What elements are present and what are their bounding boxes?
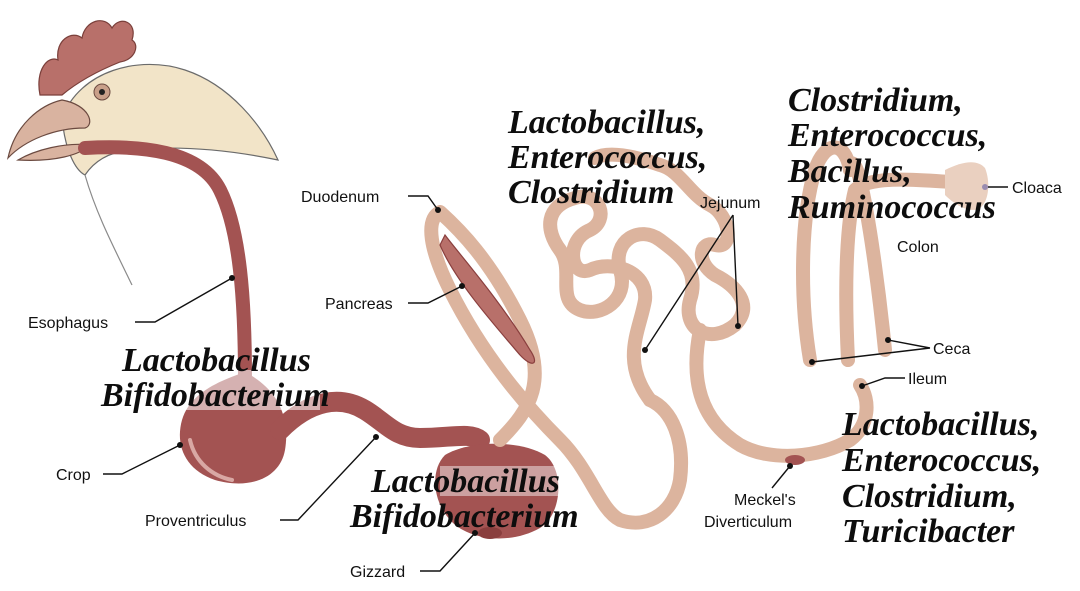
label-ceca: Ceca <box>933 341 970 358</box>
lower-tract <box>424 140 989 530</box>
label-gizzard: Gizzard <box>350 564 405 581</box>
crop-leader-dot <box>177 442 183 448</box>
duodenum-tube <box>424 205 688 530</box>
ceca-leader <box>811 339 931 363</box>
ileum-tube <box>689 323 874 463</box>
bacteria-gizzard-backdrop <box>440 466 570 496</box>
proventriculus-leader <box>280 436 377 521</box>
bacteria-crop-line-2: Bifidobacterium <box>100 377 330 414</box>
crop-leader <box>103 444 181 475</box>
bacteria-ileum-line-4: Turicibacter <box>842 513 1015 550</box>
label-pancreas: Pancreas <box>325 296 393 313</box>
colon-tube <box>839 172 957 367</box>
jejunum-leader <box>644 214 739 351</box>
bacteria-crop: Lactobacillus Bifidobacterium <box>100 342 330 414</box>
meckels-diverticulum <box>785 455 805 465</box>
bacteria-ceca-line-1: Clostridium, <box>788 82 963 119</box>
bacteria-ceca-line-2: Enterococcus, <box>787 117 987 154</box>
meckels-leader-dot <box>787 463 793 469</box>
bacteria-small-intestine: Lactobacillus, Enterococcus, Clostridium <box>507 104 707 211</box>
pupil-icon <box>99 89 105 95</box>
gizzard-leader-dot <box>472 530 478 536</box>
gizzard-organ <box>435 443 559 539</box>
gizzard-bottom <box>478 527 502 539</box>
bacteria-ileum: Lactobacillus, Enterococcus, Clostridium… <box>841 406 1041 550</box>
bacteria-gizzard: Lactobacillus Bifidobacterium <box>349 463 579 535</box>
esophagus-leader <box>135 277 233 323</box>
meckels-leader <box>771 465 791 489</box>
upper-beak-icon <box>6 99 91 160</box>
bacteria-labels: Lactobacillus Bifidobacterium Lactobacil… <box>100 82 1041 550</box>
bacteria-ileum-line-3: Clostridium, <box>842 478 1017 515</box>
jejunum-leader-dot-1 <box>642 347 648 353</box>
jejunum-tube <box>543 147 751 407</box>
ileum-leader-dot <box>859 383 865 389</box>
esophagus-tube <box>78 140 252 387</box>
pancreas-leader-dot <box>459 283 465 289</box>
label-cloaca: Cloaca <box>1012 180 1062 197</box>
duodenum-leader-dot <box>435 207 441 213</box>
bacteria-ileum-line-2: Enterococcus, <box>841 442 1041 479</box>
bacteria-ileum-line-1: Lactobacillus, <box>841 406 1039 443</box>
bacteria-small-intestine-line-2: Enterococcus, <box>507 139 707 176</box>
cloaca-opening <box>982 184 988 190</box>
label-proventriculus: Proventriculus <box>145 513 246 530</box>
label-crop: Crop <box>56 467 91 484</box>
esophagus-leader-dot <box>229 275 235 281</box>
jejunum-leader-dot-2 <box>735 323 741 329</box>
label-duodenum: Duodenum <box>301 189 379 206</box>
bacteria-ceca: Clostridium, Enterococcus, Bacillus, Rum… <box>787 82 996 226</box>
ceca-leader-dot-2 <box>809 359 815 365</box>
gizzard-leader <box>420 532 476 572</box>
ceca-right <box>843 156 892 357</box>
label-colon: Colon <box>897 239 939 256</box>
label-jejunum: Jejunum <box>700 195 760 212</box>
crop-highlight <box>188 438 234 482</box>
duodenum-leader <box>408 195 439 211</box>
bacteria-gizzard-line-2: Bifidobacterium <box>349 498 579 535</box>
neck-outline <box>84 174 133 286</box>
ceca-leader-dot-1 <box>885 337 891 343</box>
proventriculus-leader-dot <box>373 434 379 440</box>
comb-icon <box>38 20 137 96</box>
bacteria-ceca-line-4: Ruminococcus <box>787 189 996 226</box>
bacteria-gizzard-line-1: Lactobacillus <box>370 463 560 500</box>
label-meckels-1: Meckel's <box>734 492 796 509</box>
ileum-leader <box>861 377 905 387</box>
bacteria-small-intestine-line-3: Clostridium <box>508 174 674 211</box>
label-meckels-2: Diverticulum <box>704 514 792 531</box>
bacteria-ceca-line-3: Bacillus, <box>787 153 912 190</box>
leader-lines <box>103 186 1008 572</box>
organ-labels: Esophagus Crop Proventriculus Gizzard Du… <box>28 180 1062 581</box>
bacteria-small-intestine-line-1: Lactobacillus, <box>507 104 705 141</box>
cloaca-organ <box>945 162 989 210</box>
ceca-left <box>796 140 857 367</box>
bacteria-crop-backdrop <box>120 370 320 410</box>
bacteria-crop-line-1: Lactobacillus <box>121 342 311 379</box>
label-esophagus: Esophagus <box>28 315 108 332</box>
pancreas-leader <box>408 285 463 304</box>
label-ileum: Ileum <box>908 371 947 388</box>
